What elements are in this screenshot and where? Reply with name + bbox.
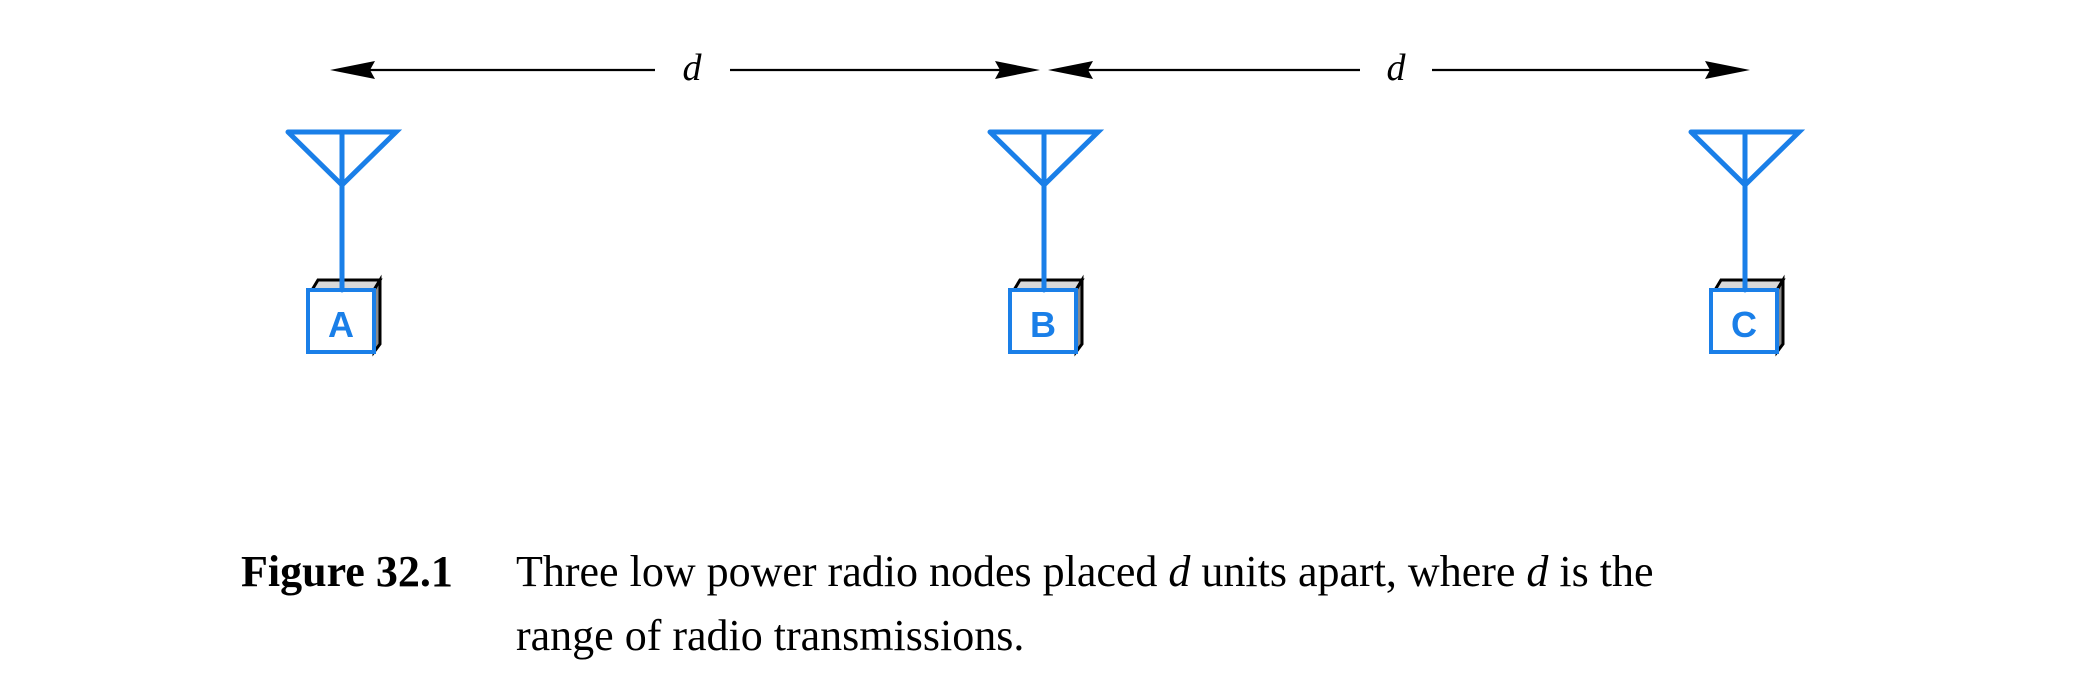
caption-line-2: range of radio transmissions. (241, 604, 1941, 668)
node-label: C (1731, 304, 1757, 345)
caption-line-1: Figure 32.1 Three low power radio nodes p… (241, 540, 1941, 604)
arrowhead-left-icon (1048, 61, 1093, 79)
radio-nodes-diagram: d d A B (285, 47, 1806, 357)
figure-caption: Figure 32.1 Three low power radio nodes p… (241, 540, 1941, 668)
node-label: A (328, 304, 354, 345)
node-box-icon (1008, 182, 1085, 357)
figure-number: Figure 32.1 (241, 547, 453, 596)
dimension-label: d (683, 47, 703, 89)
arrowhead-right-icon (995, 61, 1040, 79)
caption-text-2: units apart, where (1190, 547, 1527, 596)
caption-text-4: range of radio transmissions. (516, 611, 1025, 660)
caption-text-1: Three low power radio nodes placed (516, 547, 1169, 596)
dimension-arrow-bc: d (1048, 47, 1750, 89)
caption-text-3: is the (1548, 547, 1654, 596)
node-b: B (987, 129, 1105, 357)
node-box-icon (1709, 182, 1786, 357)
arrowhead-left-icon (330, 61, 375, 79)
node-a: A (285, 129, 403, 357)
arrowhead-right-icon (1705, 61, 1750, 79)
caption-var-d: d (1168, 547, 1191, 596)
node-c: C (1688, 129, 1806, 357)
caption-var-d: d (1526, 547, 1549, 596)
dimension-label: d (1387, 47, 1407, 89)
dimension-arrow-ab: d (330, 47, 1040, 89)
node-label: B (1030, 304, 1056, 345)
node-box-icon (306, 182, 383, 357)
